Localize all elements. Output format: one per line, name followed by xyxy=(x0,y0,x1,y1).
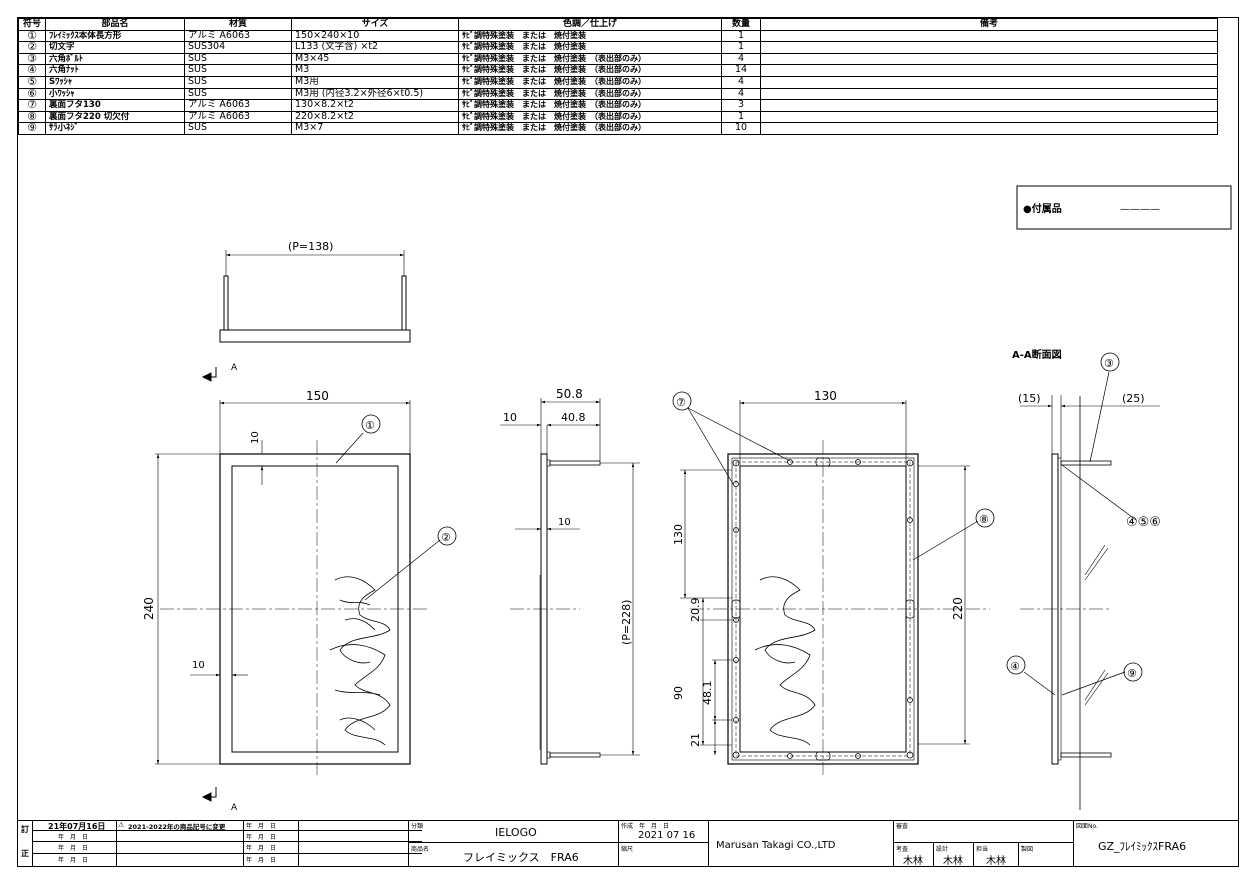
created-value: 2021 07 16 xyxy=(638,830,696,841)
rev-note: 2021-2022年の商品記号に変更 xyxy=(128,823,226,831)
dim-front-height: 240 xyxy=(142,597,156,620)
class-label: 分類 xyxy=(411,823,424,830)
dim-back-bottom: 21 xyxy=(689,733,702,747)
rev-mark-1: 訂 xyxy=(21,825,29,834)
front-view xyxy=(155,400,457,775)
section-marker-bottom xyxy=(201,787,217,802)
dim-back-mid: 48.1 xyxy=(701,681,714,706)
created-label: 作成 年 月 日 xyxy=(621,823,670,830)
rev-date-blank-2: 年 月 日 xyxy=(58,845,89,852)
dim-back-upper: 130 xyxy=(672,524,685,545)
rev-date-blank-3: 年 月 日 xyxy=(58,857,89,864)
dim-section-right: (25) xyxy=(1122,392,1145,405)
drawing-no-value: GZ_ﾌﾚｲﾐｯｸｽFRA6 xyxy=(1098,840,1187,853)
company-name: Marusan Takagi CO.,LTD xyxy=(716,840,836,851)
design-value: 木林 xyxy=(943,856,963,867)
balloon-8: ⑧ xyxy=(979,513,989,526)
cut-letters-back xyxy=(754,576,816,746)
dim-border-top: 10 xyxy=(250,431,261,444)
product-label: 商品名 xyxy=(411,846,430,853)
balloon-4: ④ xyxy=(1010,660,1020,673)
cut-letters xyxy=(329,576,391,746)
part-size: M3×7 xyxy=(291,122,459,135)
part-finish: ｻﾋﾞ調特殊塗装 または 焼付塗装 （表出部のみ） xyxy=(458,122,722,135)
part-note xyxy=(760,41,1218,54)
rev-date-blank-1: 年 月 日 xyxy=(58,834,89,841)
dim-top-pitch: (P=138) xyxy=(288,240,333,253)
rev-mark-2: 正 xyxy=(21,849,29,858)
part-material: アルミ A6063 xyxy=(184,29,292,43)
dim-section-left: (15) xyxy=(1018,392,1041,405)
dim-front-width: 150 xyxy=(306,389,329,403)
section-marker-top-label: A xyxy=(231,363,238,373)
part-note xyxy=(760,122,1218,135)
dim-side-right: 40.8 xyxy=(561,411,586,424)
dim-side-pitch: (P=228) xyxy=(620,600,633,645)
dim-border-left: 10 xyxy=(192,660,205,671)
part-finish: ｻﾋﾞ調特殊塗装 または 焼付塗装 xyxy=(458,29,722,43)
drawing-frame xyxy=(17,17,1239,867)
section-view xyxy=(1006,352,1160,810)
draft-label: 製図 xyxy=(1021,846,1034,853)
dim-back-lower: 90 xyxy=(672,686,685,700)
product-value: フレイミックス FRA6 xyxy=(463,851,579,864)
dim-side-left: 10 xyxy=(503,411,517,424)
rev-date-blank-7: 年 月 日 xyxy=(246,857,277,864)
dim-side-total: 50.8 xyxy=(556,387,583,401)
accessory-box: ●付属品 ———— xyxy=(1016,185,1232,230)
parts-table-header: 符号 部品名 材質 サイズ 色調／仕上げ 数量 備考 xyxy=(18,18,1218,31)
rev-date-blank-5: 年 月 日 xyxy=(246,834,277,841)
accessory-label: ●付属品 xyxy=(1023,202,1062,215)
part-name: 切文字 xyxy=(45,41,185,54)
section-title: A-A断面図 xyxy=(1012,348,1062,361)
charge-label: 担当 xyxy=(976,846,989,853)
part-material: SUS304 xyxy=(184,41,292,54)
check-label: 考査 xyxy=(896,846,909,853)
rev-date: 21年07月16日 xyxy=(48,822,106,831)
title-block: 訂 正 21年07月16日 ⚠ 2021-2022年の商品記号に変更 年 月 日… xyxy=(18,820,1238,867)
dim-back-height: 220 xyxy=(951,597,965,620)
part-note xyxy=(760,29,1218,43)
balloon-3: ③ xyxy=(1104,357,1114,370)
section-marker-bottom-label: A xyxy=(231,803,238,813)
top-view xyxy=(219,250,411,343)
part-size: 150×240×10 xyxy=(291,29,459,43)
rev-date-blank-4: 年 月 日 xyxy=(246,823,277,830)
rev-date-blank-6: 年 月 日 xyxy=(246,845,277,852)
check-value: 木林 xyxy=(903,856,923,867)
balloon-7: ⑦ xyxy=(676,396,686,409)
section-marker-top xyxy=(201,367,217,382)
accessory-value: ———— xyxy=(1120,204,1160,215)
balloon-456: ④⑤⑥ xyxy=(1126,515,1161,530)
scale-label: 縮尺 xyxy=(621,846,634,853)
balloon-9: ⑨ xyxy=(1127,667,1137,680)
dim-back-gap: 20.9 xyxy=(689,598,702,623)
class-value: IELOGO xyxy=(495,826,537,839)
approve-label: 審査 xyxy=(896,823,909,830)
back-view xyxy=(672,391,995,775)
balloon-2: ② xyxy=(441,531,451,544)
rev-warning-icon: ⚠ xyxy=(118,821,125,829)
dim-side-inner: 10 xyxy=(558,517,571,528)
dim-back-width: 130 xyxy=(814,389,837,403)
design-label: 設計 xyxy=(936,846,949,853)
drawing-no-label: 図面No. xyxy=(1076,823,1098,830)
balloon-1: ① xyxy=(365,419,375,432)
charge-value: 木林 xyxy=(986,856,1006,867)
side-view xyxy=(500,398,640,765)
part-name: ｻﾗ小ﾈｼﾞ xyxy=(45,122,185,135)
